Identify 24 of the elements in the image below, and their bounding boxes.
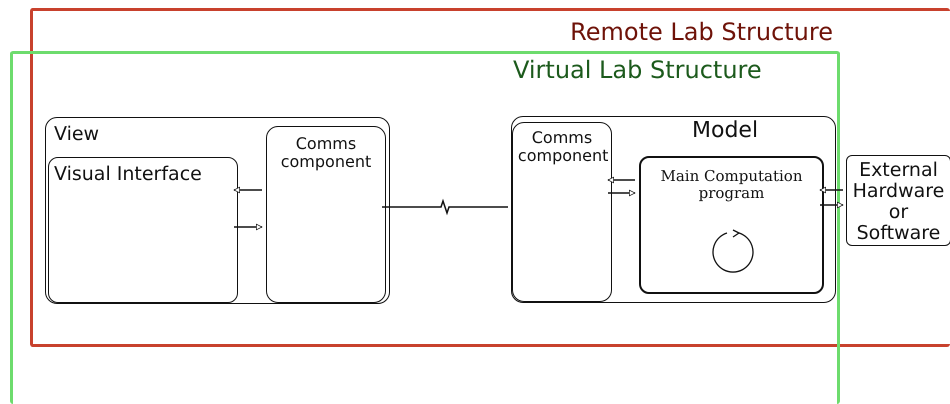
arrow <box>608 176 635 184</box>
component-box <box>639 156 824 294</box>
component-box <box>45 117 390 304</box>
box-heading: Main Computation program <box>659 168 804 201</box>
arrow <box>820 202 844 208</box>
box-heading: Comms component <box>280 135 372 170</box>
box-heading: View <box>54 124 100 145</box>
frame <box>10 51 840 404</box>
component-box <box>512 122 612 302</box>
box-heading: Comms component <box>518 129 606 164</box>
component-box <box>48 157 238 303</box>
arrow <box>234 186 262 194</box>
connector-line <box>382 198 508 216</box>
box-heading: Model <box>692 119 758 144</box>
box-heading: Visual Interface <box>54 164 202 185</box>
arrow <box>234 224 262 230</box>
frame-title: Virtual Lab Structure <box>513 57 762 84</box>
arrow <box>608 190 636 196</box>
box-heading: External Hardware or Software <box>852 160 945 244</box>
frame-title: Remote Lab Structure <box>570 19 833 46</box>
component-box <box>511 116 836 303</box>
arrow <box>820 186 843 194</box>
component-box <box>846 155 950 246</box>
component-box <box>266 126 386 303</box>
